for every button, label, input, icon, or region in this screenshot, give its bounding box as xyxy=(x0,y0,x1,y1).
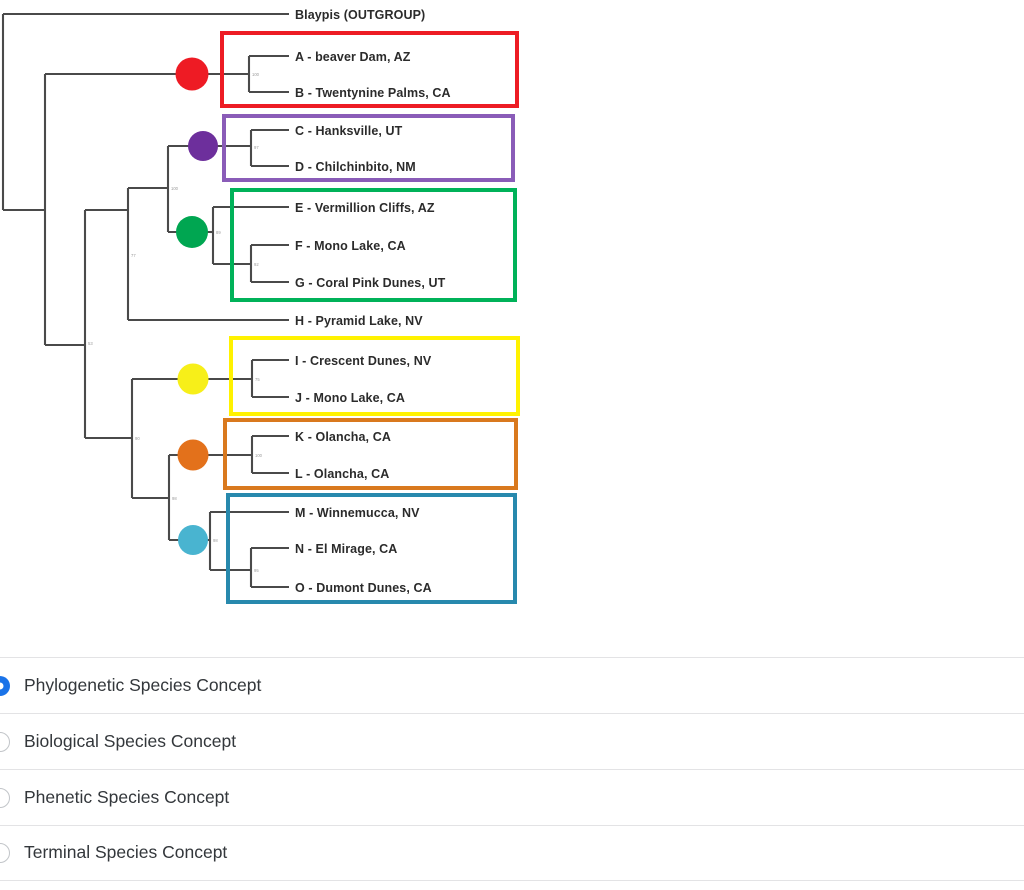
tip-label-A: A - beaver Dam, AZ xyxy=(295,50,411,64)
svg-text:97: 97 xyxy=(254,145,259,150)
answer-option-terminal[interactable]: Terminal Species Concept xyxy=(0,825,1024,881)
radio-button-terminal[interactable] xyxy=(0,843,10,863)
blue-node-icon xyxy=(178,525,208,555)
clade-box-yellow xyxy=(229,336,520,416)
svg-text:92: 92 xyxy=(254,262,259,267)
answer-label-phylogenetic: Phylogenetic Species Concept xyxy=(24,674,262,695)
tip-label-M: M - Winnemucca, NV xyxy=(295,506,420,520)
svg-text:100: 100 xyxy=(252,72,260,77)
svg-text:100: 100 xyxy=(255,453,263,458)
svg-text:98: 98 xyxy=(172,496,177,501)
clade-box-red xyxy=(220,31,519,108)
svg-text:75: 75 xyxy=(255,377,260,382)
clade-box-orange xyxy=(223,418,518,490)
tip-label-D: D - Chilchinbito, NM xyxy=(295,160,416,174)
green-node-icon xyxy=(176,216,208,248)
clade-boxes xyxy=(220,31,520,604)
answer-options-list: Phylogenetic Species Concept Biological … xyxy=(0,657,1024,881)
radio-button-biological[interactable] xyxy=(0,731,10,752)
svg-text:100: 100 xyxy=(171,186,179,191)
yellow-node-icon xyxy=(177,363,209,395)
answer-option-phenetic[interactable]: Phenetic Species Concept xyxy=(0,769,1024,825)
answer-label-phenetic: Phenetic Species Concept xyxy=(24,786,230,807)
answer-option-biological[interactable]: Biological Species Concept xyxy=(0,713,1024,769)
phylogenetic-tree-figure: 100 97 89 92 75 100 98 95 100 77 53 90 9… xyxy=(1,8,520,604)
red-node-icon xyxy=(175,57,209,91)
orange-node-icon xyxy=(177,439,209,471)
tip-label-outgroup: Blaypis (OUTGROUP) xyxy=(295,8,425,22)
radio-button-phenetic[interactable] xyxy=(0,787,10,808)
tip-label-I: I - Crescent Dunes, NV xyxy=(295,354,432,368)
tip-label-K: K - Olancha, CA xyxy=(295,430,391,444)
svg-text:98: 98 xyxy=(213,538,218,543)
svg-text:95: 95 xyxy=(254,568,259,573)
svg-text:89: 89 xyxy=(216,230,221,235)
tip-label-N: N - El Mirage, CA xyxy=(295,542,397,556)
tree-clade-branches xyxy=(205,54,289,589)
clade-box-blue xyxy=(226,493,517,604)
tip-labels: Blaypis (OUTGROUP) A - beaver Dam, AZ B … xyxy=(295,8,451,595)
svg-text:77: 77 xyxy=(131,253,136,258)
tip-label-F: F - Mono Lake, CA xyxy=(295,239,406,253)
answer-label-terminal: Terminal Species Concept xyxy=(24,842,228,863)
tip-label-L: L - Olancha, CA xyxy=(295,467,389,481)
clade-node-markers xyxy=(175,57,218,555)
tip-label-B: B - Twentynine Palms, CA xyxy=(295,86,451,100)
answer-label-biological: Biological Species Concept xyxy=(24,730,237,751)
clade-box-purple xyxy=(222,114,515,182)
svg-text:53: 53 xyxy=(88,341,93,346)
tree-branches xyxy=(1,12,289,542)
tip-label-C: C - Hanksville, UT xyxy=(295,124,403,138)
tip-label-G: G - Coral Pink Dunes, UT xyxy=(295,276,446,290)
svg-text:90: 90 xyxy=(135,436,140,441)
tip-label-E: E - Vermillion Cliffs, AZ xyxy=(295,201,435,215)
radio-button-phylogenetic[interactable] xyxy=(0,675,10,696)
purple-node-icon xyxy=(188,131,218,161)
answer-option-phylogenetic[interactable]: Phylogenetic Species Concept xyxy=(0,657,1024,713)
tip-label-J: J - Mono Lake, CA xyxy=(295,391,405,405)
tip-label-O: O - Dumont Dunes, CA xyxy=(295,581,432,595)
clade-box-green xyxy=(230,188,517,302)
tip-label-H: H - Pyramid Lake, NV xyxy=(295,314,423,328)
bootstrap-labels: 100 97 89 92 75 100 98 95 100 77 53 90 9… xyxy=(88,72,263,573)
